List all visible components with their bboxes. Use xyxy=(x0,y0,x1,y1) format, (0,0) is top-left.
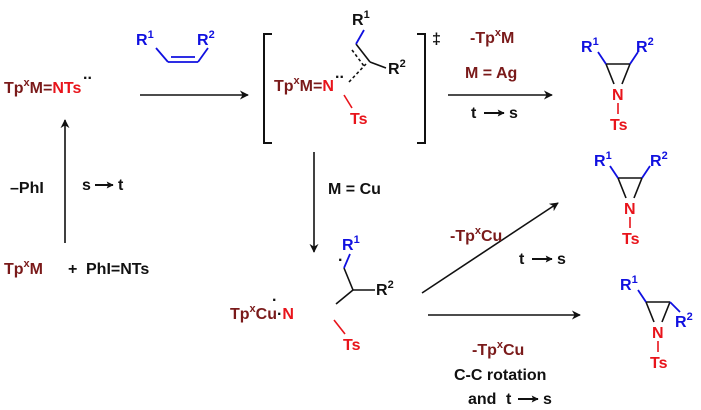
ts-n-label: N xyxy=(322,78,334,95)
cu-branch-label: M = Cu xyxy=(328,181,381,198)
ts-ts-label: Ts xyxy=(350,111,368,128)
step1-spin-from: s xyxy=(82,177,91,194)
alkene-r2-label: R2 xyxy=(197,29,215,49)
product1-r2-label: R2 xyxy=(636,36,654,56)
product2-r1-label: R1 xyxy=(594,150,612,170)
svg-text:TpxCu·N: TpxCu·N xyxy=(230,303,294,323)
cu-lower-rotation-label: C-C rotation xyxy=(454,367,546,384)
starting-materials: TpxM + PhI=NTs xyxy=(4,258,149,278)
tp-superscript: x xyxy=(24,258,31,270)
ag-spin-to: s xyxy=(509,105,518,122)
starting-metal-complex: TpxM xyxy=(4,258,43,278)
radical-metal-label: Cu xyxy=(256,306,277,323)
product2-r2-label: R2 xyxy=(650,150,668,170)
cu-lower-spin-to: s xyxy=(543,391,552,408)
alkene-r1-label: R1 xyxy=(136,29,154,49)
ts-double-bond: = xyxy=(313,78,322,95)
ts-double-dagger: ‡ xyxy=(432,31,441,48)
radical-bond-dot: · xyxy=(277,306,282,323)
radical-intermediate: TpxCu·N · Ts R2 · R1 xyxy=(230,234,394,354)
ts-metal-label: M xyxy=(300,78,313,95)
radical-n-label: N xyxy=(282,306,294,323)
product2-ts-label: Ts xyxy=(622,231,640,248)
cu-lower-loss-label: -TpxCu xyxy=(472,339,524,359)
product3-n-label: N xyxy=(652,325,664,342)
radical-r1-label: R1 xyxy=(342,234,360,254)
nitrene-double-bond: = xyxy=(43,80,52,97)
svg-text:TpxM=NTs: TpxM=NTs xyxy=(4,77,81,97)
product2-n-label: N xyxy=(624,201,636,218)
ts-lone-pair-dots: .. xyxy=(335,65,344,82)
aziridine-product-cis: R1 R2 N Ts xyxy=(581,36,654,134)
cu-upper-arrow xyxy=(421,202,559,294)
cu-upper-loss-label: -TpxCu xyxy=(450,225,502,245)
metal-label: M xyxy=(30,261,43,278)
cu-lower-and-label: and xyxy=(468,391,496,408)
aziridine-product-cis-cu: R1 R2 N Ts xyxy=(594,150,668,248)
transition-state: ‡ TpxM=N .. Ts R1 R2 xyxy=(263,9,441,144)
step1-spin-to: t xyxy=(118,177,124,194)
ag-spin-from: t xyxy=(471,105,477,122)
ts-r2-label: R2 xyxy=(388,58,406,78)
plus-sign: + xyxy=(68,261,77,278)
product1-r1-label: R1 xyxy=(581,36,599,56)
step1-loss-label: –PhI xyxy=(10,180,44,197)
radical-tp-label: Tp xyxy=(230,306,250,323)
radical-tp-superscript: x xyxy=(250,303,257,315)
product3-ts-label: Ts xyxy=(650,355,668,372)
radical-carbon-dot: · xyxy=(338,252,343,269)
cu-upper-spin-from: t xyxy=(519,251,525,268)
metal-nitrene: TpxM=NTs .. xyxy=(4,66,92,97)
iodinane-reagent: PhI=NTs xyxy=(86,261,149,278)
tp-label: Tp xyxy=(4,261,24,278)
ts-tp-superscript: x xyxy=(294,75,301,87)
cis-alkene: R1 R2 xyxy=(136,29,215,63)
nitrene-nts-label: NTs xyxy=(52,80,81,97)
ag-condition-label: M = Ag xyxy=(465,65,517,82)
product3-r2-label: R2 xyxy=(675,311,693,331)
ts-left-bracket xyxy=(263,33,272,144)
nitrene-tp-label: Tp xyxy=(4,80,24,97)
radical-ts-label: Ts xyxy=(343,337,361,354)
radical-cu-dot: · xyxy=(272,292,277,309)
ts-r1-label: R1 xyxy=(352,9,370,29)
cu-lower-spin-from: t xyxy=(506,391,512,408)
radical-r2-label: R2 xyxy=(376,279,394,299)
ag-loss-label: -TpxM xyxy=(470,27,514,47)
aziridine-product-trans: R1 R2 N Ts xyxy=(620,274,693,372)
nitrene-metal-label: M xyxy=(30,80,43,97)
nitrene-lone-pair-dots: .. xyxy=(83,66,92,83)
ts-right-bracket xyxy=(417,33,426,144)
cu-upper-spin-to: s xyxy=(557,251,566,268)
product3-r1-label: R1 xyxy=(620,274,638,294)
product1-ts-label: Ts xyxy=(610,117,628,134)
svg-text:TpxM=N: TpxM=N xyxy=(274,75,334,95)
ts-tp-label: Tp xyxy=(274,78,294,95)
nitrene-tp-superscript: x xyxy=(24,77,31,89)
product1-n-label: N xyxy=(612,87,624,104)
